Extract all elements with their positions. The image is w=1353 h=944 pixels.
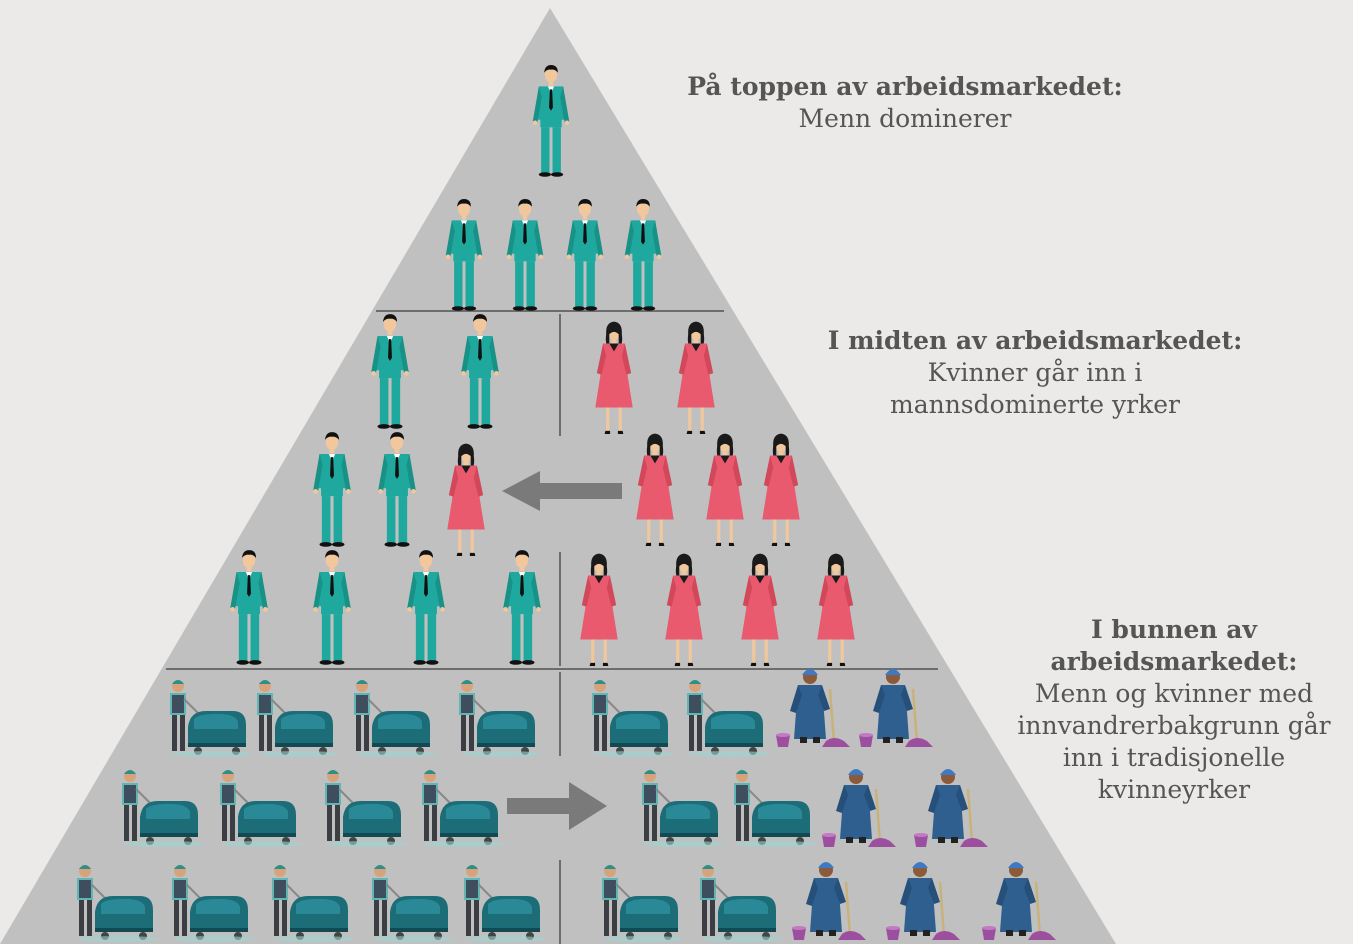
bottom-tier-label: I bunnen av arbeidsmarkedet: Menn og kvi… [995, 614, 1353, 806]
middle-tier-description-line1: Kvinner går inn i [927, 358, 1143, 387]
bottom-tier-heading-line1: I bunnen av [1091, 615, 1257, 644]
top-tier-label: På toppen av arbeidsmarkedet: Menn domin… [610, 71, 1200, 135]
top-tier-heading: På toppen av arbeidsmarkedet: [687, 72, 1123, 101]
bottom-tier-description-line1: Menn og kvinner med [1034, 679, 1314, 708]
bottom-tier-description-line3: inn i tradisjonelle [1062, 743, 1286, 772]
middle-tier-label: I midten av arbeidsmarkedet: Kvinner går… [760, 325, 1310, 421]
middle-tier-description-line2: mannsdominerte yrker [889, 390, 1180, 419]
bottom-tier-description-line4: kvinneyrker [1097, 775, 1251, 804]
bottom-tier-heading-line2: arbeidsmarkedet: [1050, 647, 1298, 676]
top-tier-description: Menn dominerer [798, 104, 1012, 133]
pyramid-shape [0, 8, 1116, 944]
bottom-tier-description-line2: innvandrerbakgrunn går [1017, 711, 1331, 740]
middle-tier-heading: I midten av arbeidsmarkedet: [827, 326, 1243, 355]
